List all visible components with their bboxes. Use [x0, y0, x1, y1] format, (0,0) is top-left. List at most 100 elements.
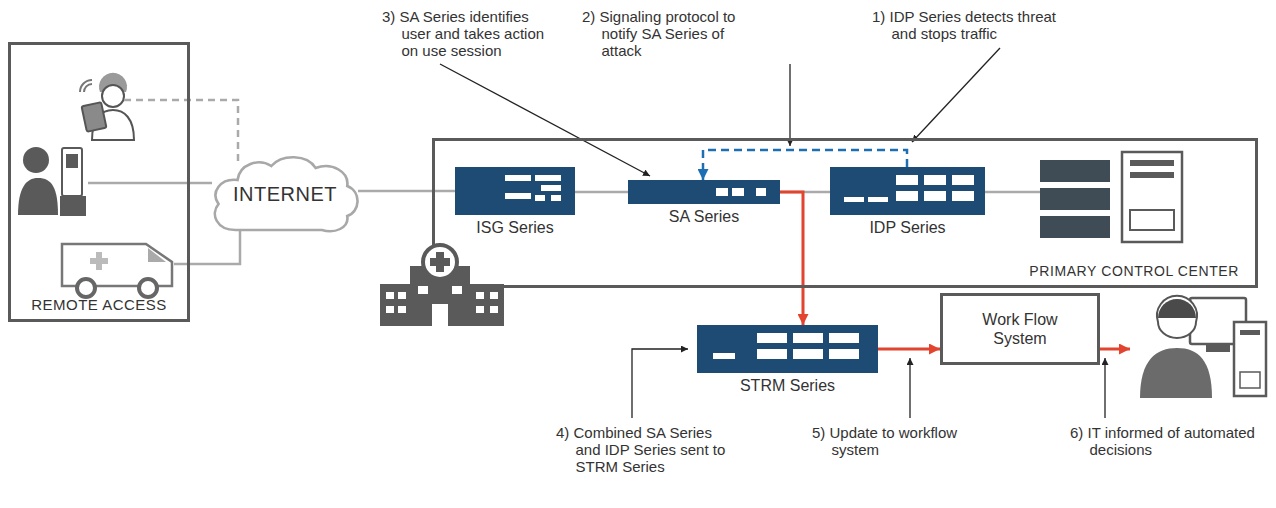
device-front: [830, 167, 985, 215]
server-figure: [1130, 160, 1174, 166]
connector: [575, 191, 628, 194]
hospital-icon: [423, 245, 457, 279]
device-port: [535, 195, 545, 201]
server-figure: [1122, 152, 1182, 242]
server-figure: [985, 191, 1040, 194]
server-figure: [1040, 216, 1110, 238]
it-person-figure: [1206, 344, 1230, 352]
device-front: [455, 167, 575, 215]
connector: [780, 192, 803, 325]
ambulance-figure: [62, 244, 172, 297]
hospital-icon: [470, 284, 504, 326]
device-port: [756, 188, 766, 196]
leader-lines: [632, 349, 688, 418]
hospital-icon: [490, 306, 498, 313]
hospital-icon: [398, 292, 406, 299]
ambulance-figure: [77, 279, 95, 297]
device-port: [793, 349, 823, 359]
node-label: INTERNET: [233, 183, 337, 206]
ambulance-figure: [62, 244, 172, 286]
ambulance-figure: [90, 258, 108, 264]
callout-text: 1) IDP Series detects threat and stops t…: [872, 8, 1062, 42]
device-port: [952, 191, 974, 201]
hospital-icon: [398, 306, 406, 313]
hospital-icon: [380, 284, 410, 326]
cloud-outline: [215, 157, 358, 231]
hospital-icon: [380, 245, 504, 326]
device-port: [924, 191, 946, 201]
device-port: [716, 188, 728, 196]
device-label: STRM Series: [740, 377, 835, 395]
hospital-icon: [476, 292, 484, 299]
server-figure: [1130, 172, 1174, 178]
hospital-icon: [490, 292, 498, 299]
device-port: [896, 175, 918, 185]
device-label: SA Series: [669, 208, 739, 226]
callout-text: 3) SA Series identifies user and takes a…: [382, 8, 547, 59]
device-port: [505, 175, 531, 181]
doctor-tablet-figure: [82, 102, 107, 132]
node-label: Work Flow System: [957, 310, 1083, 348]
it-person-figure: [1140, 348, 1212, 398]
hospital-icon: [418, 286, 428, 294]
leader-lines: [909, 358, 910, 418]
leader-lines: [440, 48, 1105, 418]
device-front: [697, 325, 878, 373]
it-person-figure: [1158, 299, 1196, 318]
hospital-icon: [452, 286, 462, 294]
strm-device: STRM Series: [697, 325, 878, 373]
remote-access-zone: REMOTE ACCESS: [8, 42, 190, 322]
terminal-user-figure: [60, 196, 86, 216]
doctor-tablet-figure: [80, 80, 92, 92]
hospital-icon: [430, 258, 450, 266]
it-person-figure: [1240, 372, 1260, 388]
isg-device: ISG Series: [455, 167, 575, 215]
callout-text: 5) Update to workflow system: [812, 424, 962, 458]
device-port: [952, 175, 974, 185]
device-port: [896, 191, 918, 201]
terminal-user-figure: [18, 178, 58, 215]
access-lines: [174, 226, 240, 264]
leader-lines: [912, 48, 1000, 142]
idp-device: IDP Series: [830, 167, 985, 215]
it-person-figure: [1100, 348, 1130, 351]
workflow-box: Work Flow System: [940, 293, 1100, 365]
device-port: [541, 185, 561, 191]
terminal-user-figure: [18, 147, 86, 216]
it-person-figure: [1240, 330, 1260, 335]
device-port: [829, 333, 859, 343]
callout-text: 2) Signaling protocol to notify SA Serie…: [582, 8, 742, 59]
doctor-tablet-figure: [102, 85, 124, 107]
server-figure: [985, 152, 1182, 242]
connector: [190, 182, 212, 185]
device-port: [505, 193, 531, 199]
connector: [878, 348, 940, 351]
server-figure: [1040, 188, 1110, 210]
hospital-icon: [386, 306, 394, 313]
device-label: IDP Series: [869, 219, 945, 237]
device-label: ISG Series: [476, 219, 553, 237]
it-person-figure: [1234, 322, 1266, 396]
zone-label: REMOTE ACCESS: [11, 296, 187, 313]
device-port: [757, 333, 787, 343]
device-port: [844, 197, 864, 202]
hospital-icon: [386, 292, 394, 299]
leader-lines: [1104, 358, 1105, 418]
device-port: [551, 195, 561, 201]
it-person-figure: [1157, 296, 1197, 338]
zone-label: PRIMARY CONTROL CENTER: [1029, 263, 1239, 279]
device-port: [829, 349, 859, 359]
ambulance-figure: [139, 279, 157, 297]
hospital-icon: [476, 306, 484, 313]
terminal-user-figure: [66, 154, 78, 168]
hospital-icon: [432, 304, 448, 326]
callout-text: 4) Combined SA Series and IDP Series sen…: [556, 424, 728, 475]
leader-lines: [440, 64, 650, 176]
connector: [358, 190, 455, 193]
device-port: [868, 197, 888, 202]
device-port: [757, 349, 787, 359]
sa-device: SA Series: [628, 180, 780, 204]
leader-lines: [789, 64, 790, 146]
